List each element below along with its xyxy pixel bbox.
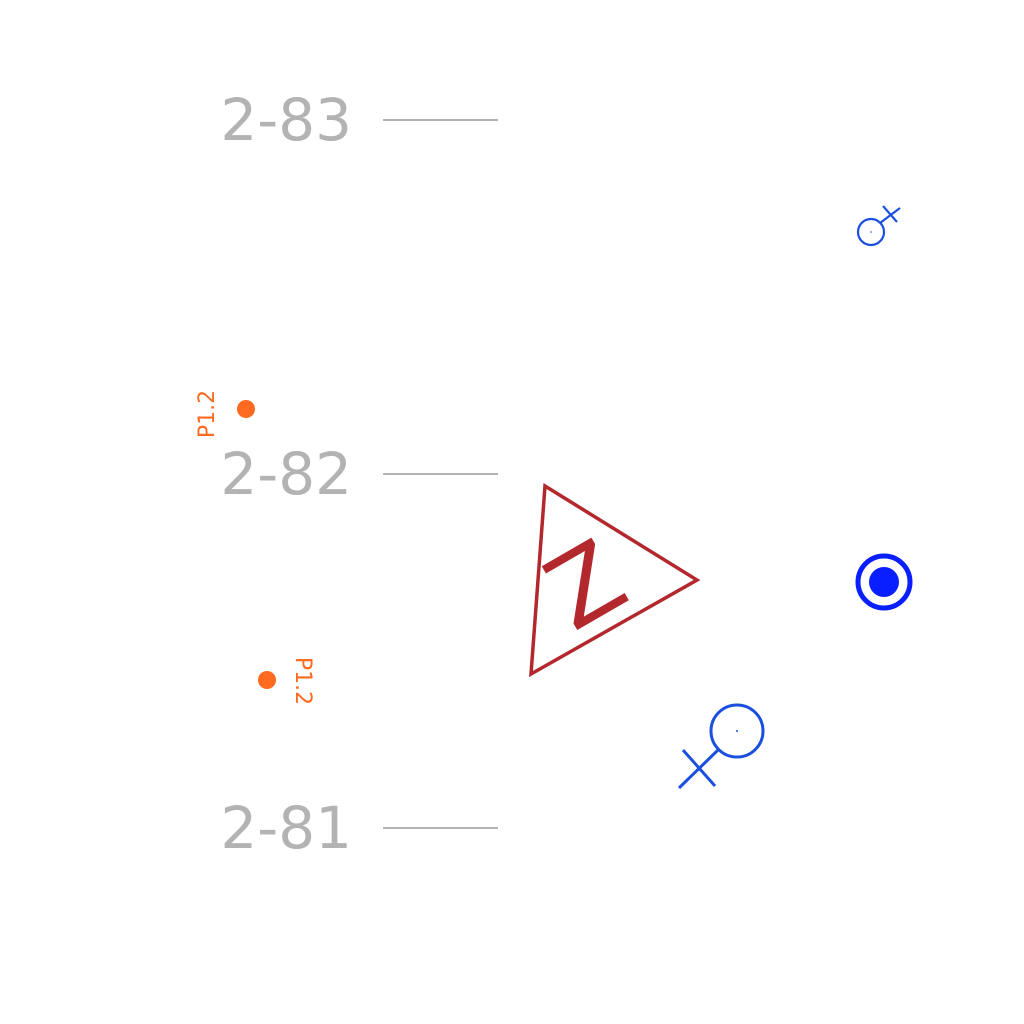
bullseye-icon	[855, 553, 913, 611]
survey-point-label: P1.2	[195, 390, 220, 438]
survey-point-dot	[237, 400, 255, 418]
gridline-label: 2-81	[220, 794, 352, 862]
survey-point-label: P1.2	[290, 657, 315, 705]
circle-cross-small-icon	[856, 205, 901, 247]
triangle-icon	[529, 482, 701, 678]
gridline-2-81: 2-81	[220, 794, 498, 862]
gridline-label: 2-83	[220, 86, 352, 154]
triangle-marker: Z	[527, 482, 701, 678]
circle-cross-large-icon	[677, 703, 765, 790]
survey-point-dot	[258, 671, 276, 689]
gridline-label: 2-82	[220, 440, 352, 508]
survey-point-lower: P1.2	[258, 657, 315, 705]
survey-point-upper: P1.2	[195, 390, 255, 438]
gridline-2-82: 2-82	[220, 440, 498, 508]
gridline-2-83: 2-83	[220, 86, 498, 154]
